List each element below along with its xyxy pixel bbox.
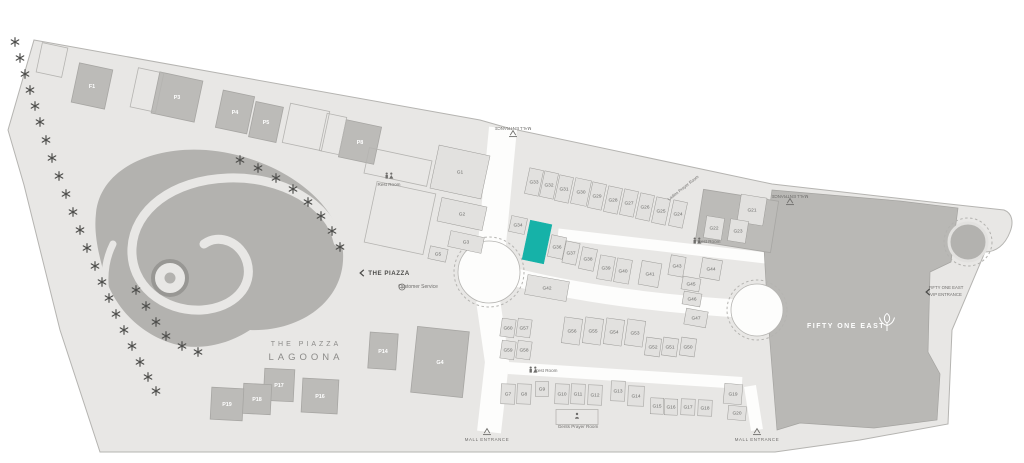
courtyard-circle <box>726 279 788 341</box>
palm-tree-icon <box>61 189 71 199</box>
map-unit-g18[interactable]: G18 <box>697 399 713 417</box>
right-roundabout <box>943 217 993 267</box>
map-unit-g60[interactable]: G60 <box>499 317 517 339</box>
map-unit-g47[interactable]: G47 <box>683 307 709 329</box>
service-block <box>281 102 331 152</box>
palm-tree-icon <box>35 117 45 127</box>
service-block <box>129 67 165 113</box>
map-unit-g50[interactable]: G50 <box>679 336 697 358</box>
palm-tree-icon <box>10 37 20 47</box>
service-block <box>35 42 69 78</box>
palm-tree-icon <box>235 155 245 165</box>
mall-grounds <box>7 39 1013 453</box>
map-unit-g55[interactable]: G55 <box>581 316 605 346</box>
palm-tree-icon <box>15 53 25 63</box>
palm-tree-icon <box>47 153 57 163</box>
palm-tree-icon <box>30 101 40 111</box>
map-unit-g17[interactable]: G17 <box>680 398 696 416</box>
map-unit-g54[interactable]: G54 <box>602 317 626 347</box>
map-unit-g11[interactable]: G11 <box>570 383 586 405</box>
building-p16: P16 <box>300 377 340 415</box>
map-unit-g23[interactable]: G23 <box>727 218 749 244</box>
map-unit-g57[interactable]: G57 <box>515 317 533 339</box>
palm-tree-icon <box>82 243 92 253</box>
map-unit-g59[interactable]: G59 <box>499 339 517 361</box>
palm-tree-icon <box>97 277 107 287</box>
map-unit-g58[interactable]: G58 <box>515 339 533 361</box>
map-unit-g44[interactable]: G44 <box>699 257 723 281</box>
service-block <box>363 180 437 256</box>
palm-tree-icon <box>119 325 129 335</box>
map-unit-g8[interactable]: G8 <box>516 383 532 405</box>
lagoon <box>95 149 344 347</box>
map-unit-g7[interactable]: G7 <box>500 383 516 405</box>
map-unit-g10[interactable]: G10 <box>554 383 570 405</box>
palm-tree-icon <box>327 226 337 236</box>
palm-tree-icon <box>104 293 114 303</box>
map-unit-g52[interactable]: G52 <box>644 336 662 358</box>
palm-tree-icon <box>90 261 100 271</box>
palm-tree-icon <box>54 171 64 181</box>
map-unit-g51[interactable]: G51 <box>661 336 679 358</box>
palm-tree-icon <box>271 173 281 183</box>
palm-tree-icon <box>20 69 30 79</box>
palm-tree-icon <box>253 163 263 173</box>
palm-tree-icon <box>111 309 121 319</box>
map-unit-g43[interactable]: G43 <box>667 254 687 278</box>
service-block <box>363 147 433 187</box>
building-p19: P19 <box>209 386 245 422</box>
palm-tree-icon <box>131 285 141 295</box>
palm-tree-icon <box>68 207 78 217</box>
palm-tree-icon <box>135 357 145 367</box>
map-unit-g12[interactable]: G12 <box>587 384 603 406</box>
map-unit-g46[interactable]: G46 <box>681 290 703 308</box>
map-unit-g41[interactable]: G41 <box>637 260 663 288</box>
palm-tree-icon <box>41 135 51 145</box>
plaza-circle <box>457 240 521 304</box>
palm-tree-icon <box>303 197 313 207</box>
map-unit-g9[interactable]: G9 <box>534 381 550 397</box>
map-unit-g20[interactable]: G20 <box>727 404 747 422</box>
palm-trees <box>10 37 345 396</box>
map-unit-g16[interactable]: G16 <box>663 398 679 416</box>
palm-tree-icon <box>151 386 161 396</box>
map-unit-g56[interactable]: G56 <box>560 316 584 346</box>
map-unit-highlighted[interactable] <box>521 219 553 265</box>
palm-tree-icon <box>143 372 153 382</box>
fifty-one-east-building <box>763 189 959 431</box>
palm-tree-icon <box>141 301 151 311</box>
building-p14: P14 <box>367 331 399 371</box>
palm-tree-icon <box>25 85 35 95</box>
palm-tree-icon <box>127 341 137 351</box>
map-unit-g15[interactable]: G15 <box>649 397 665 415</box>
building-p18: P18 <box>241 382 273 416</box>
map-unit-g19[interactable]: G19 <box>722 382 744 406</box>
palm-tree-icon <box>151 317 161 327</box>
palm-tree-icon <box>288 184 298 194</box>
palm-tree-icon <box>193 347 203 357</box>
map-unit-g45[interactable]: G45 <box>680 275 702 293</box>
service-block <box>555 409 599 425</box>
palm-tree-icon <box>177 341 187 351</box>
map-unit-g13[interactable]: G13 <box>610 380 626 402</box>
plaza-circle-ring <box>453 236 525 308</box>
palm-tree-icon <box>335 242 345 252</box>
palm-tree-icon <box>161 331 171 341</box>
map-unit-g22[interactable]: G22 <box>703 215 725 241</box>
palm-tree-icon <box>75 225 85 235</box>
map-unit-g53[interactable]: G53 <box>623 318 647 348</box>
palm-tree-icon <box>316 211 326 221</box>
map-unit-g14[interactable]: G14 <box>627 385 645 407</box>
map-unit-g34[interactable]: G34 <box>508 215 528 235</box>
map-unit-g2[interactable]: G2 <box>436 197 488 231</box>
building-g4: G4 <box>410 326 470 398</box>
service-block <box>318 112 348 156</box>
